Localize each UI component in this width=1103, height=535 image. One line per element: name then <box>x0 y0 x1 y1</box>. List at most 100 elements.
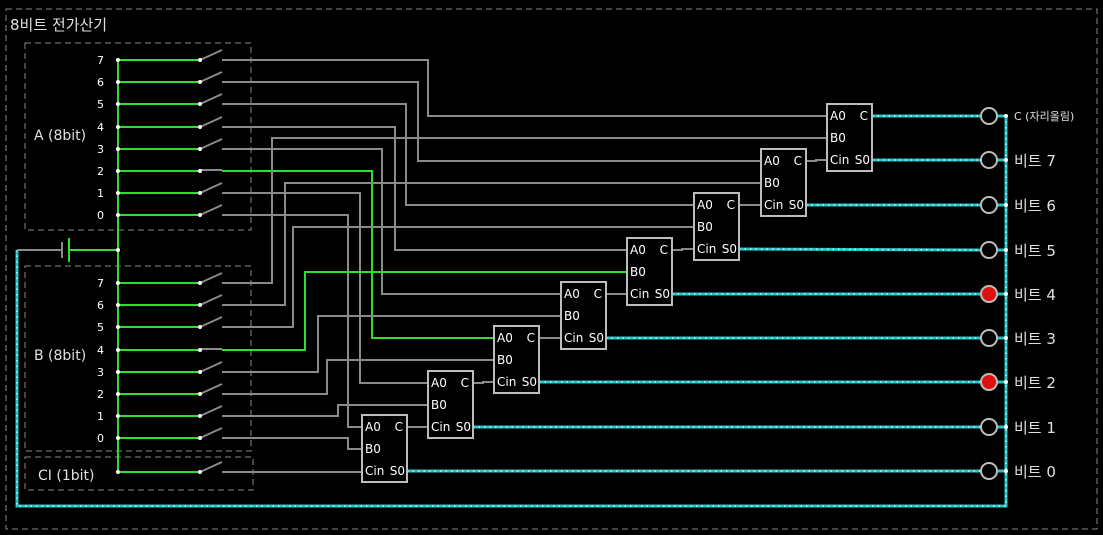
pin-s-label: S0 <box>855 153 870 167</box>
output-led-5: 비트 3 <box>980 329 1056 348</box>
switch-b-1-blade <box>199 405 223 417</box>
switch-a-3-pivot <box>198 147 202 151</box>
adder-body <box>493 325 540 394</box>
group-a-label: A (8bit) <box>34 128 86 144</box>
switch-a-4-pivot <box>198 125 202 129</box>
pin-s-label: S0 <box>722 242 737 256</box>
switch-a-2[interactable] <box>116 169 222 173</box>
switch-a-1[interactable] <box>116 182 223 195</box>
led-off <box>980 462 998 480</box>
adder-body <box>693 192 740 261</box>
wire-b7 <box>222 137 827 284</box>
output-layer: C (자리올림)비트 7비트 6비트 5비트 4비트 3비트 2비트 1비트 0 <box>980 107 1074 481</box>
output-led-8: 비트 0 <box>980 462 1056 481</box>
switch-ci[interactable] <box>116 461 223 474</box>
pin-a-label: A0 <box>830 109 846 123</box>
switch-b-3[interactable] <box>116 361 223 374</box>
switch-a-label: 4 <box>97 121 104 134</box>
switch-a-6-blade <box>199 71 223 83</box>
switch-b-5-pivot <box>198 325 202 329</box>
switch-b-4[interactable] <box>116 348 222 352</box>
switch-a-4[interactable] <box>116 116 223 129</box>
led-junction <box>1004 158 1008 162</box>
output-led-6: 비트 2 <box>980 373 1056 392</box>
circuit-title: 8비트 전가산기 <box>10 16 107 34</box>
switch-a-3[interactable] <box>116 138 223 151</box>
switch-a-5-tap <box>116 102 120 106</box>
switch-a-label: 0 <box>97 209 104 222</box>
wire-a2 <box>222 170 494 339</box>
pin-cin-label: Cin <box>431 420 450 434</box>
wire-b1 <box>222 404 428 417</box>
switch-a-0-pivot <box>198 213 202 217</box>
switch-a-2-tap <box>116 169 120 173</box>
switch-a-6[interactable] <box>116 71 223 84</box>
pin-cin-label: Cin <box>564 331 583 345</box>
output-led-0: C (자리올림) <box>980 107 1074 125</box>
switch-b-0-tap <box>116 436 120 440</box>
switch-a-label: 2 <box>97 165 104 178</box>
pin-c-label: C <box>594 287 602 301</box>
switch-b-5-blade <box>199 316 223 328</box>
switch-b-7-pivot <box>198 281 202 285</box>
carry-wire-1 <box>473 381 494 384</box>
switch-ci-blade <box>199 461 223 473</box>
led-junction <box>1004 248 1008 252</box>
output-label: 비트 7 <box>1014 152 1056 170</box>
led-junction <box>1004 380 1008 384</box>
switch-b-label: 1 <box>97 410 104 423</box>
wire-b6 <box>222 182 761 306</box>
switch-b-2-blade <box>199 383 223 395</box>
switch-a-0[interactable] <box>116 204 223 217</box>
wire-a5 <box>222 103 694 206</box>
output-led-2: 비트 6 <box>980 196 1056 215</box>
wire-layer <box>15 59 1008 508</box>
pin-b-label: B0 <box>497 353 513 367</box>
led-junction <box>1004 292 1008 296</box>
group-b-label: B (8bit) <box>34 348 86 364</box>
adder-body <box>826 103 873 172</box>
switch-a-7[interactable] <box>116 49 223 62</box>
switch-b-2[interactable] <box>116 383 223 396</box>
group-a-frame <box>24 42 252 231</box>
pin-b-label: B0 <box>564 309 580 323</box>
carry-wire-4 <box>672 248 694 251</box>
pin-a-label: A0 <box>764 154 780 168</box>
switch-b-3-blade <box>199 361 223 373</box>
output-led-7: 비트 1 <box>980 418 1056 437</box>
switch-b-5[interactable] <box>116 316 223 329</box>
switch-b-6-tap <box>116 303 120 307</box>
switch-a-3-blade <box>199 138 223 150</box>
wire-a7 <box>222 59 827 117</box>
switch-a-0-tap <box>116 213 120 217</box>
switch-b-1[interactable] <box>116 405 223 418</box>
switch-a-5[interactable] <box>116 93 223 106</box>
switch-b-7[interactable] <box>116 272 223 285</box>
switch-b-label: 5 <box>97 321 104 334</box>
output-label: 비트 2 <box>1014 374 1056 392</box>
outer-frame <box>5 8 1098 530</box>
rail-junction <box>116 248 120 252</box>
switch-b-label: 0 <box>97 432 104 445</box>
switch-b-6-pivot <box>198 303 202 307</box>
switch-ci-pivot <box>198 470 202 474</box>
switch-b-6[interactable] <box>116 294 223 307</box>
pin-s-label: S0 <box>390 464 405 478</box>
switch-a-label: 6 <box>97 76 104 89</box>
led-off <box>980 329 998 347</box>
pin-b-label: B0 <box>630 265 646 279</box>
switch-a-1-tap <box>116 191 120 195</box>
pin-b-label: B0 <box>764 176 780 190</box>
pin-b-label: B0 <box>431 398 447 412</box>
adder-body <box>427 370 474 439</box>
carry-wire-6 <box>806 159 827 162</box>
switch-b-0[interactable] <box>116 427 223 440</box>
adder-body <box>361 414 408 483</box>
led-junction <box>1004 469 1008 473</box>
led-off <box>980 196 998 214</box>
pin-a-label: A0 <box>697 198 713 212</box>
